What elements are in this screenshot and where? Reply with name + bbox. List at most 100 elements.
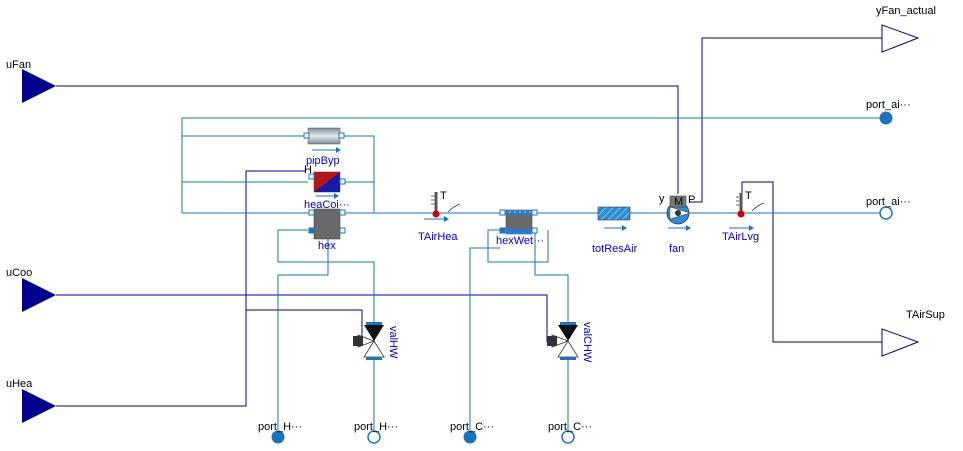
hexwet-water-a	[487, 229, 549, 263]
port-chw-b[interactable]: port_C···	[548, 421, 592, 444]
hex-port-a2[interactable]	[308, 227, 315, 234]
fan-component[interactable]: M y P fan	[659, 193, 695, 255]
TAirLvg-tick-marks	[736, 196, 739, 206]
hex-label: hex	[318, 240, 336, 252]
hexWet-component[interactable]: hexWet···	[496, 209, 544, 247]
fan-label: fan	[669, 243, 684, 255]
fan-M-glyph: M	[674, 196, 683, 208]
uCoo-label: uCoo	[6, 267, 32, 279]
port-air-a[interactable]: port_ai···	[866, 99, 911, 125]
totResAir-flow-arrowhead-icon	[622, 225, 627, 231]
signal-TAirLvg-to-TAirSup	[741, 181, 882, 343]
uCoo-triangle-icon[interactable]	[22, 278, 56, 312]
hex-port-b1[interactable]	[339, 209, 346, 216]
port-air-b[interactable]: port_ai···	[866, 196, 911, 220]
resistance-icon[interactable]	[597, 206, 631, 221]
valHW-port-b[interactable]	[366, 357, 382, 360]
TAirSup-triangle-icon[interactable]	[881, 328, 920, 357]
signal-uCoo-to-valCHW	[56, 294, 548, 342]
valCHW-component[interactable]: valCHW	[547, 322, 593, 363]
bypass-right	[340, 135, 375, 213]
valCHW-actuator-icon	[547, 336, 557, 346]
port-chw-a-label: port_C···	[450, 421, 494, 433]
port-hw-b[interactable]: port_H···	[354, 421, 398, 444]
valHW-port-a[interactable]	[366, 322, 382, 325]
port-chw-b-label: port_C···	[548, 421, 592, 433]
hex-port-a1[interactable]	[308, 209, 315, 216]
signal-uFan-to-fan	[56, 85, 679, 194]
port-air-b-icon[interactable]	[879, 206, 893, 220]
pipByp-port-b[interactable]	[338, 132, 345, 139]
fan-hub	[675, 210, 681, 216]
hexWet-port-a2[interactable]	[499, 227, 506, 234]
uHea-input[interactable]: uHea	[6, 378, 56, 423]
port-hw-b-icon[interactable]	[367, 430, 381, 444]
port-air-a-label: port_ai···	[866, 99, 911, 111]
totResAir-component[interactable]: totResAir	[592, 206, 638, 255]
TAirLvg-sensor[interactable]: T TAirLvg	[722, 190, 765, 243]
hexwet-to-valCHW	[534, 230, 569, 325]
TAirHea-sensor[interactable]: T TAirHea	[418, 190, 461, 243]
TAirHea-flow-arrowhead-icon	[444, 216, 449, 222]
valve-icon[interactable]	[558, 325, 578, 341]
hexWet-port-b2[interactable]	[531, 227, 538, 234]
heaCoi-H-glyph: H	[304, 164, 312, 176]
pipByp-flow-arrowhead-icon	[336, 147, 341, 153]
uFan-triangle-icon[interactable]	[22, 69, 56, 103]
valHW-component[interactable]: valHW	[353, 322, 399, 360]
pipe-icon[interactable]	[307, 127, 341, 145]
hex-port-b2[interactable]	[339, 227, 346, 234]
TAirLvg-flow-arrowhead-icon	[749, 225, 754, 231]
heat-exchanger-icon[interactable]	[313, 208, 341, 240]
yFan-triangle-icon[interactable]	[881, 24, 920, 53]
valCHW-port-b[interactable]	[560, 357, 576, 360]
TAirSup-output[interactable]: TAirSup	[881, 309, 945, 357]
fan-y-glyph: y	[659, 193, 665, 205]
fluid-lines	[181, 117, 880, 430]
valCHW-port-a[interactable]	[560, 322, 576, 325]
hex-component[interactable]: hex	[308, 208, 346, 252]
pipByp-label: pipByp	[306, 155, 340, 167]
TAirHea-label: TAirHea	[418, 231, 458, 243]
hex-water-a	[277, 229, 375, 325]
port-hw-a[interactable]: port_H···	[258, 421, 302, 444]
air-upper-line	[181, 117, 880, 213]
hexWet-port-a1[interactable]	[499, 209, 506, 216]
port-chw-a[interactable]: port_C···	[450, 421, 494, 444]
TAirHea-T-glyph: T	[440, 190, 447, 202]
pipByp-port-a[interactable]	[303, 132, 310, 139]
uFan-input[interactable]: uFan	[6, 59, 56, 103]
uHea-label: uHea	[6, 378, 33, 390]
uCoo-input[interactable]: uCoo	[6, 267, 56, 312]
port-hw-b-label: port_H···	[354, 421, 398, 433]
hexWet-bottom-band	[506, 229, 532, 234]
thermometer-icon[interactable]	[737, 210, 745, 218]
port-hw-a-icon[interactable]	[271, 430, 285, 444]
valCHW-label: valCHW	[581, 322, 593, 363]
TAirHea-signal-curve	[447, 203, 461, 213]
heaCoi-component[interactable]: H heaCoi···	[304, 164, 350, 211]
port-air-a-icon[interactable]	[879, 111, 893, 125]
signal-fan-to-yFan	[690, 37, 882, 203]
hexWet-port-b1[interactable]	[531, 209, 538, 216]
hexWet-label: hexWet···	[496, 235, 544, 247]
uFan-label: uFan	[6, 59, 31, 71]
port-chw-b-icon[interactable]	[561, 430, 575, 444]
heaCoi-port-b[interactable]	[339, 178, 346, 185]
thermometer-icon[interactable]	[432, 210, 440, 218]
valHW-actuator-icon	[353, 336, 363, 346]
TAirSup-label: TAirSup	[906, 309, 945, 321]
valve-icon[interactable]	[364, 325, 384, 341]
port-chw-a-icon[interactable]	[463, 430, 477, 444]
fan-motor-icon[interactable]	[669, 195, 687, 208]
yFan_actual-output[interactable]: yFan_actual	[876, 5, 936, 53]
TAirLvg-label: TAirLvg	[722, 231, 759, 243]
TAirLvg-signal-curve	[751, 202, 765, 212]
heaCoi-flow-arrowhead-icon	[334, 193, 339, 199]
yFan_actual-label: yFan_actual	[876, 5, 936, 17]
TAirHea-tick-marks	[431, 195, 434, 205]
pipByp-component[interactable]: pipByp	[303, 127, 345, 167]
uHea-triangle-icon[interactable]	[22, 389, 56, 423]
heaCoi-port-a[interactable]	[308, 173, 315, 180]
